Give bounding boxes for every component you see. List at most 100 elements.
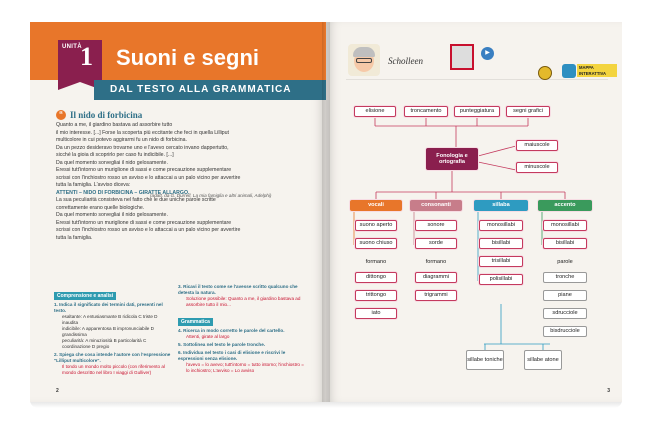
reading-title: Il nido di forbicina [70, 110, 143, 120]
page-number-left: 2 [56, 388, 59, 394]
video-thumbnail[interactable] [450, 44, 474, 70]
exercise-6-title: Individua nel testo i casi di elisione e… [178, 350, 286, 361]
map-node-case[interactable]: maiuscole [516, 140, 558, 151]
map-node-subitem[interactable]: trigrammi [415, 290, 457, 301]
map-node-item[interactable]: monosillabi [479, 220, 523, 231]
map-node-item[interactable]: trisillabi [479, 256, 523, 267]
map-node-top[interactable]: elisione [354, 106, 396, 117]
connector-line [477, 161, 517, 171]
exercise-1-item-b: indicibile: A apparentosa B impronunciab… [62, 326, 154, 337]
exercise-4-title: Ricerca in modo corretto le parole del c… [183, 328, 285, 333]
exercise-5: 5. Sottolinea nel testo le parole tronch… [178, 342, 266, 347]
signature: Scholleen [388, 56, 423, 66]
map-node-bottom[interactable]: sillabe atone [524, 350, 562, 370]
map-node-item[interactable]: monosillabi [543, 220, 587, 231]
exercise-1-item-c: peculiarità: A minuziosità B particolari… [62, 338, 147, 349]
top-bar [346, 40, 608, 80]
page-number-right: 3 [607, 388, 610, 394]
unit-number: 1 [80, 42, 93, 71]
exercise-2-hint: Il tondo un mondo molto piccolo (con rif… [62, 364, 165, 375]
reading-line: il mio interesse. [...] Forse la scopert… [56, 129, 230, 136]
reading-line: multicolore in cui potevo aggirarmi fu u… [56, 137, 187, 143]
avatar-hair [353, 47, 375, 57]
map-node-item[interactable]: bisillabi [543, 238, 587, 249]
map-node-subitem[interactable]: iato [355, 308, 397, 319]
map-node-subitem[interactable]: piane [543, 290, 587, 301]
map-node-item[interactable]: sonore [415, 220, 457, 231]
chapter-title: Suoni e segni [116, 45, 260, 70]
map-node-top[interactable]: segni grafici [506, 106, 550, 117]
map-node-item[interactable]: suono chiuso [355, 238, 397, 249]
play-icon[interactable]: ▶ [481, 47, 494, 60]
avatar-glasses [356, 58, 372, 63]
reading-line: Da quel momento sorvegliai il nido gelos… [56, 212, 168, 218]
map-node-top[interactable]: troncamento [404, 106, 448, 117]
map-node-top[interactable]: punteggiatura [454, 106, 500, 117]
map-node-case[interactable]: minuscole [516, 162, 558, 173]
audio-badge-icon[interactable] [538, 66, 552, 80]
exercise-column-1: Comprensione e analisi 1. Indica il sign… [54, 284, 172, 388]
exercise-5-title: Sottolinea nel testo le parole tronche. [183, 342, 266, 347]
exercise-1: 1. Indica il significato dei termini dat… [54, 302, 172, 350]
reading-line: Da quel momento sorvegliai il nido gelos… [56, 159, 168, 166]
reading-line: sicché la gioia di scoprirlo per caso fu… [56, 152, 174, 158]
reading-header: “ Il nido di forbicina [56, 110, 316, 120]
map-node-subitem[interactable]: trittongo [355, 290, 397, 301]
map-node-center[interactable]: Fonologia e ortografia [426, 148, 478, 170]
subtitle-band [94, 80, 326, 100]
map-node-item[interactable]: polisillabi [479, 274, 523, 285]
reading-text: Quanto a me, il giardino bastava ad asso… [56, 122, 316, 242]
exercise-4: 4. Ricerca in modo corretto le parole de… [178, 328, 306, 340]
connector-line [477, 145, 517, 157]
reading-line: ATTENTI – NIDO DI FORBICINA – GIRATTE AL… [56, 189, 190, 196]
map-node-subitem[interactable]: dittongo [355, 272, 397, 283]
map-node-subitem[interactable]: tronche [543, 272, 587, 283]
exercise-6-hint: l'avevo = lo avevo; tutt'intorno = tutto… [186, 362, 304, 373]
reading-line: Eressi tutt'intorno un muriglione di sas… [56, 167, 232, 173]
map-node-label[interactable]: formano [425, 259, 447, 266]
reading-line: tutta la famiglia. [56, 234, 93, 241]
exercise-4-hint: Attenti, girate al largo [186, 334, 230, 339]
reading-line: Da un pezzo desideravo trovarne uno e l'… [56, 144, 229, 151]
reading-line: scrissi con l'inchiostro rosso un avviso… [56, 174, 241, 181]
map-node-subitem[interactable]: diagrammi [415, 272, 457, 283]
chapter-subtitle: DAL TESTO ALLA GRAMMATICA [110, 84, 292, 95]
exercise-3: 3. Ricavi il testo come se l'avesse scri… [178, 284, 306, 308]
open-book: UNITÀ 1 Suoni e segni DAL TESTO ALLA GRA… [30, 22, 622, 402]
map-node-item[interactable]: bisillabi [479, 238, 523, 249]
concept-map: elisione troncamento punteggiatura segni gr… [326, 22, 622, 402]
map-node-subitem[interactable]: sdrucciole [543, 308, 587, 319]
map-node-bottom[interactable]: sillabe toniche [466, 350, 504, 370]
reading-line: Quanto a me, il giardino bastava ad asso… [56, 122, 173, 128]
map-node-category[interactable]: consonanti [410, 200, 462, 211]
exercise-2-title: Spiega che cosa intende l'autore con l'e… [54, 352, 171, 363]
reading-line: tutta la famiglia. L'avviso diceva: [56, 182, 131, 188]
map-node-category[interactable]: accento [538, 200, 592, 211]
exercise-3-hint: Soluzione possibile: Quanto a me, il gia… [186, 296, 301, 307]
right-page: Scholleen ▶ MAPPA INTERATTIVA elisione tr… [326, 22, 622, 402]
book-spine [322, 22, 330, 402]
map-node-label[interactable]: parole [557, 259, 573, 266]
exercise-2: 2. Spiega che cosa intende l'autore con … [54, 352, 171, 375]
reading-source: (adatt. da G. Durrell, La mia famiglia e… [150, 193, 272, 198]
left-page: UNITÀ 1 Suoni e segni DAL TESTO ALLA GRA… [30, 22, 326, 402]
map-node-category[interactable]: sillaba [474, 200, 528, 211]
section-head-comprehension: Comprensione e analisi [54, 292, 117, 300]
unit-label: UNITÀ [62, 44, 82, 50]
reading-passage: “ Il nido di forbicina Quanto a me, il g… [56, 110, 316, 242]
map-node-subitem[interactable]: bisdrucciole [543, 326, 587, 337]
exercises: Comprensione e analisi 1. Indica il sign… [54, 284, 306, 388]
map-node-item[interactable]: suono aperto [355, 220, 397, 231]
map-node-category[interactable]: vocali [350, 200, 402, 211]
quote-icon: “ [56, 110, 66, 120]
exercise-1-item-a: esaltante: A entusiasmante B ridicola C … [62, 314, 158, 325]
interactive-map-label[interactable]: MAPPA INTERATTIVA [577, 64, 617, 77]
exercise-1-title: Indica il significato dei termini dati, … [54, 302, 163, 313]
reading-line: scrissi con l'inchiostro rosso un avviso… [56, 227, 241, 233]
section-head-grammar: Grammatica [178, 318, 213, 326]
map-node-label[interactable]: formano [365, 259, 387, 266]
interactive-map-icon[interactable] [562, 64, 576, 78]
map-node-item[interactable]: sorde [415, 238, 457, 249]
reading-line: correttamente erano quelle biologiche. [56, 204, 145, 211]
